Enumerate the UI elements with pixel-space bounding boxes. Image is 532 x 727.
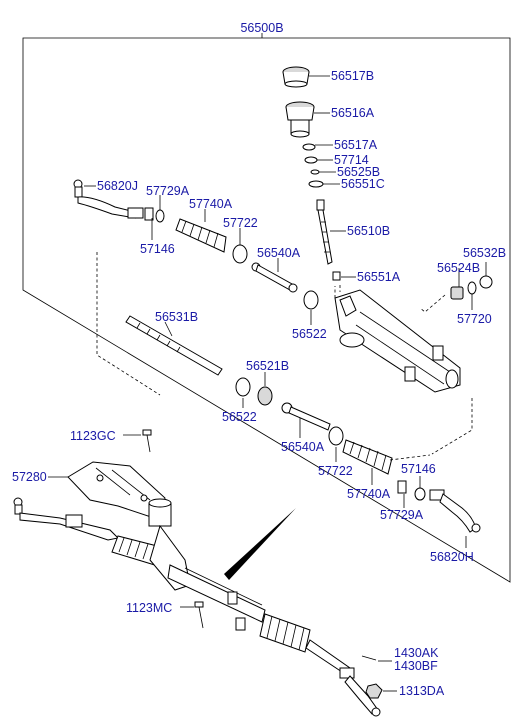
label-56522-lower: 56522 — [222, 410, 257, 424]
boot-left — [175, 218, 248, 264]
lock-nut-left — [144, 207, 165, 223]
label-57280: 57280 — [12, 470, 47, 484]
label-56516A: 56516A — [331, 106, 375, 120]
label-56820J: 56820J — [97, 179, 138, 193]
label-56551C: 56551C — [341, 177, 385, 191]
boot-right — [342, 439, 393, 475]
ring-right — [328, 426, 344, 446]
tie-rod-end-right — [429, 489, 481, 533]
label-56540A-left: 56540A — [257, 246, 301, 260]
bushing-part — [332, 271, 341, 281]
castle-nut — [365, 683, 383, 699]
assembled-tie-rod-right — [339, 667, 381, 717]
rack-bar-part — [125, 315, 223, 376]
label-57740A-left: 57740A — [189, 197, 233, 211]
label-57729A-left: 57729A — [146, 184, 190, 198]
dust-cover-part — [282, 66, 310, 88]
label-57722-right: 57722 — [318, 464, 353, 478]
pointer-wedge — [224, 508, 296, 580]
label-56525B: 56525B — [337, 165, 380, 179]
yoke-plug-part — [285, 101, 315, 138]
ring-left — [303, 290, 319, 310]
rack-bushing-parts — [235, 377, 273, 406]
label-56532B: 56532B — [463, 246, 506, 260]
label-56531B: 56531B — [155, 310, 198, 324]
bolt-1123mc — [194, 601, 204, 629]
inner-tie-rod-left — [251, 262, 298, 293]
label-57720: 57720 — [457, 312, 492, 326]
washer-right — [414, 487, 426, 501]
support-yoke-parts — [450, 275, 493, 300]
assembly-frame — [22, 37, 511, 583]
label-1430BF: 1430BF — [394, 659, 438, 673]
label-56820H: 56820H — [430, 550, 474, 564]
label-56522-upper: 56522 — [292, 327, 327, 341]
assembled-boot-right — [259, 613, 351, 675]
label-57146-right: 57146 — [401, 462, 436, 476]
label-1430AK: 1430AK — [394, 646, 439, 660]
label-56517A: 56517A — [334, 138, 378, 152]
assembled-rack-housing — [111, 498, 266, 631]
label-57729A-right: 57729A — [380, 508, 424, 522]
gear-housing-part — [334, 289, 461, 393]
pinion-shaft-part — [316, 199, 333, 265]
lock-nut-right — [397, 480, 407, 494]
label-56521B: 56521B — [246, 359, 289, 373]
label-1313DA: 1313DA — [399, 684, 445, 698]
label-57740A-right: 57740A — [347, 487, 391, 501]
label-1123GC: 1123GC — [70, 429, 116, 443]
label-56500B: 56500B — [240, 21, 283, 35]
inner-tie-rod-right — [281, 402, 331, 431]
label-57714: 57714 — [334, 153, 369, 167]
label-57146-left: 57146 — [140, 242, 175, 256]
cotter-pin — [361, 655, 377, 661]
bolt-1123gc — [142, 429, 152, 453]
label-56551A: 56551A — [357, 270, 401, 284]
label-56510B: 56510B — [347, 224, 390, 238]
label-56517B: 56517B — [331, 69, 374, 83]
tie-rod-end-left — [73, 179, 144, 219]
label-56540A-right: 56540A — [281, 440, 325, 454]
small-ring-parts — [302, 143, 324, 188]
label-1123MC: 1123MC — [126, 601, 172, 615]
label-56524B: 56524B — [437, 261, 480, 275]
label-57722-left: 57722 — [223, 216, 258, 230]
assembled-tie-rod-left — [13, 497, 120, 541]
